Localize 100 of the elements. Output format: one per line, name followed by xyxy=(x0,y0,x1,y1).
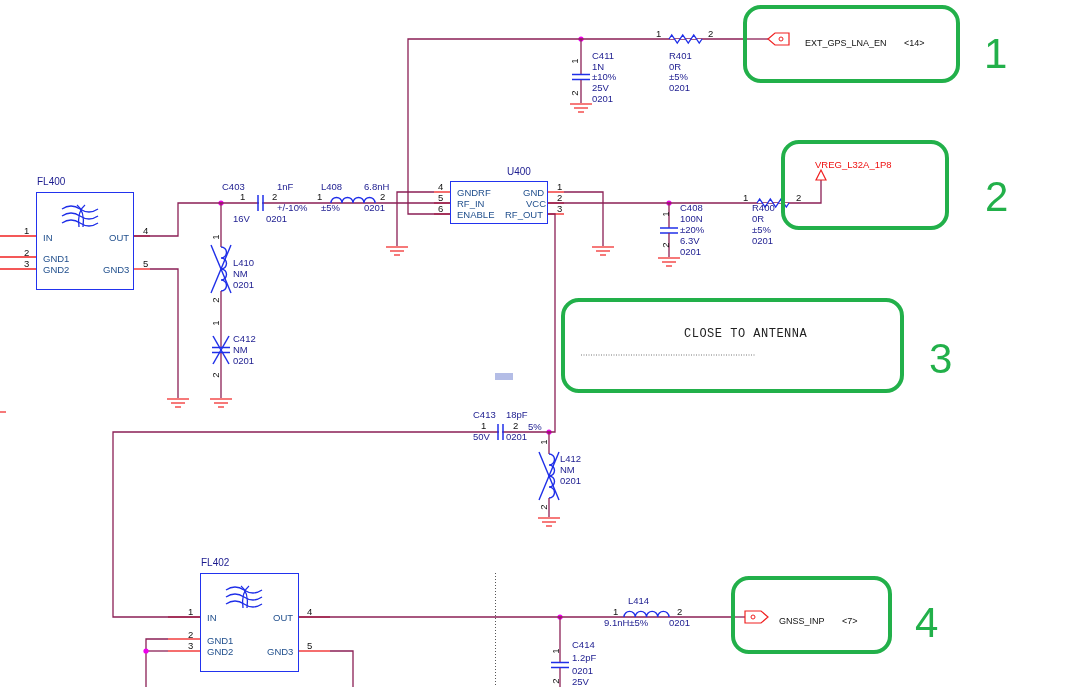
part-label: C411 xyxy=(592,51,614,61)
pin-number: 3 xyxy=(557,204,563,214)
part-label: 1nF xyxy=(277,182,294,192)
part-label: C413 xyxy=(473,410,496,420)
pin-name: RF_OUT xyxy=(505,210,543,220)
callout-number: 2 xyxy=(985,176,1009,218)
pin-name: GND1 xyxy=(207,636,234,646)
pin-name: GND xyxy=(523,188,545,198)
pin-number: 2 xyxy=(677,607,683,617)
pin-number: 2 xyxy=(660,242,671,248)
pin-number: 1 xyxy=(24,226,30,236)
pin-name: VCC xyxy=(526,199,547,209)
part-label: C408 xyxy=(680,203,703,213)
part-label: 25V xyxy=(572,677,589,687)
part-label: 0201 xyxy=(364,203,386,213)
pin-number: 2 xyxy=(272,192,278,202)
wire xyxy=(112,213,556,618)
part-label: 0201 xyxy=(572,666,594,676)
pin-name: GND3 xyxy=(103,265,130,275)
part-label: 6.3V xyxy=(680,236,700,246)
callout-number: 4 xyxy=(915,602,939,644)
part-label: 0201 xyxy=(266,214,288,224)
pin-number: 4 xyxy=(438,182,444,192)
part-label: 6.8nH xyxy=(364,182,390,192)
part-label: L408 xyxy=(321,182,343,192)
part-label: 0R xyxy=(669,62,682,72)
part-label: +/-10% xyxy=(277,203,308,213)
pin-name: GND3 xyxy=(267,647,294,657)
pin-name: RF_IN xyxy=(457,199,485,209)
pin-number: 3 xyxy=(24,259,30,269)
pin-number: 5 xyxy=(438,193,444,203)
pin-number: 1 xyxy=(660,211,671,217)
part-label: ±5% xyxy=(321,203,340,213)
note-text: CLOSE TO ANTENNA xyxy=(684,328,808,340)
pin-number: 5 xyxy=(307,641,313,651)
part-label: L410 xyxy=(233,258,255,268)
pin-number: 1 xyxy=(557,182,563,192)
part-label: L412 xyxy=(560,454,582,464)
pin-name: IN xyxy=(207,613,217,623)
net-label: EXT_GPS_LNA_EN xyxy=(805,38,887,48)
part-label: ±5% xyxy=(752,225,771,235)
part-label: C414 xyxy=(572,640,595,650)
part-label: C403 xyxy=(222,182,245,192)
part-label: 0R xyxy=(752,214,765,224)
net-label: GNSS_INP xyxy=(779,616,825,626)
part-label: 0201 xyxy=(233,356,255,366)
wire xyxy=(133,202,451,237)
part-label: ±10% xyxy=(592,72,617,82)
part-label: 16V xyxy=(233,214,250,224)
wire xyxy=(298,616,732,618)
pin-number: 1 xyxy=(550,648,561,654)
wire xyxy=(407,38,744,215)
pin-number: 2 xyxy=(513,421,519,431)
part-label: 9.1nH±5% xyxy=(604,618,649,628)
part-label: 0201 xyxy=(669,618,691,628)
part-label: 0201 xyxy=(560,476,582,486)
part-label: NM xyxy=(233,269,248,279)
part-label: 0201 xyxy=(680,247,702,257)
part-label: 0201 xyxy=(669,83,691,93)
pin-number: 1 xyxy=(240,192,246,202)
pin-number: 4 xyxy=(307,607,313,617)
part-label: L414 xyxy=(628,596,650,606)
part-label: NM xyxy=(233,345,248,355)
pin-number: 1 xyxy=(210,234,221,240)
callout-number: 1 xyxy=(984,33,1008,75)
net-label: <7> xyxy=(842,616,858,626)
part-label: R401 xyxy=(669,51,692,61)
part-label: 1.2pF xyxy=(572,653,597,663)
pin-name: GNDRF xyxy=(457,188,491,198)
pin-number: 1 xyxy=(317,192,323,202)
pin-number: 2 xyxy=(188,630,194,640)
part-label: ±20% xyxy=(680,225,705,235)
pin-number: 2 xyxy=(24,248,30,258)
part-label: 1N xyxy=(592,62,605,72)
part-label: NM xyxy=(560,465,575,475)
pin-name: GND2 xyxy=(43,265,70,275)
pin-number: 2 xyxy=(538,504,549,510)
pin-number: 3 xyxy=(188,641,194,651)
part-label: ±5% xyxy=(669,72,688,82)
component-ref: FL400 xyxy=(37,177,66,187)
part-label: 50V xyxy=(473,432,490,442)
pin-number: 1 xyxy=(481,421,487,431)
pin-number: 2 xyxy=(210,297,221,303)
part-label: 0201 xyxy=(752,236,774,246)
pin-number: 2 xyxy=(380,192,386,202)
part-label: 100N xyxy=(680,214,703,224)
pin-number: 4 xyxy=(143,226,149,236)
part-label: C412 xyxy=(233,334,256,344)
pin-name: OUT xyxy=(273,613,294,623)
pin-name: IN xyxy=(43,233,53,243)
component-ref: U400 xyxy=(507,167,531,177)
component-ref: FL402 xyxy=(201,558,230,568)
pin-number: 2 xyxy=(557,193,563,203)
pin-number: 2 xyxy=(210,372,221,378)
pin-number: 1 xyxy=(538,439,549,445)
part-label: 0201 xyxy=(592,94,614,104)
pin-number: 1 xyxy=(743,193,749,203)
pin-name: GND1 xyxy=(43,254,70,264)
part-label: 5% xyxy=(528,422,542,432)
pin-name: ENABLE xyxy=(457,210,495,220)
